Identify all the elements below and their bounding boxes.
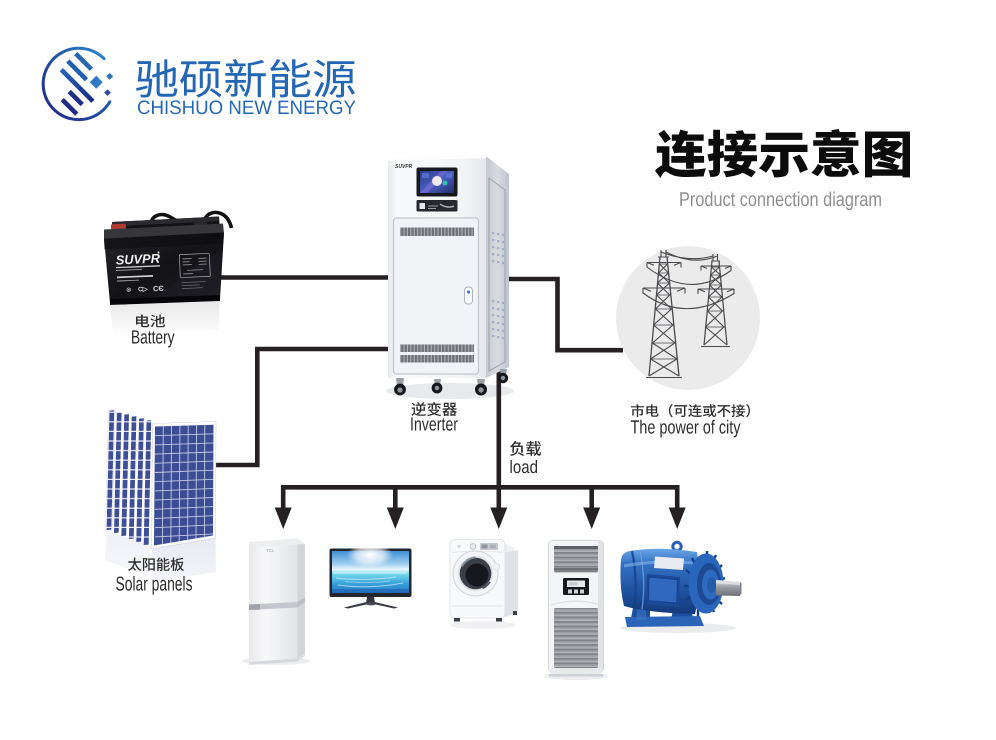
svg-text:⊗: ⊗: [126, 287, 132, 294]
svg-text:SUVPR: SUVPR: [395, 164, 413, 170]
svg-text:CЄ: CЄ: [153, 284, 165, 293]
svg-text:TCL: TCL: [266, 548, 275, 553]
svg-text:SUVPR: SUVPR: [116, 251, 161, 268]
svg-text:C▷: C▷: [138, 286, 149, 293]
